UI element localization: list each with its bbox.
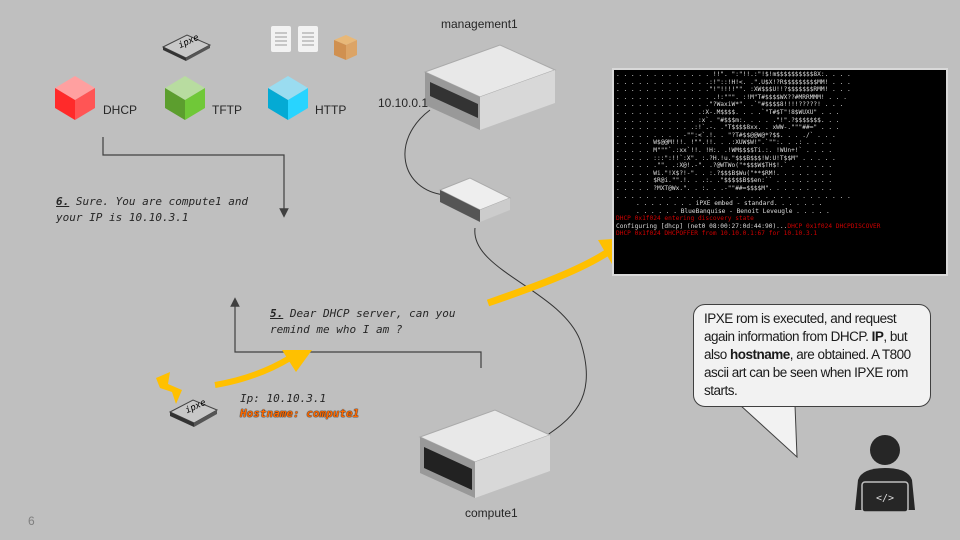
http-label: HTTP bbox=[315, 103, 347, 117]
page-number: 6 bbox=[28, 514, 35, 528]
banner-line: . . . . . . . . iPXE embed - standard. .… bbox=[636, 200, 823, 208]
ascii-art-line: . . . . . :::":!!`:X". :.?H.!u."$$$B$$$!… bbox=[616, 154, 836, 162]
lightning-icon bbox=[156, 372, 182, 404]
terminal-arrow bbox=[486, 238, 628, 307]
http-server-icon bbox=[268, 76, 308, 120]
compute-server-icon bbox=[418, 409, 552, 498]
step6-text: 6. Sure. You are compute1 and your IP is… bbox=[56, 195, 249, 224]
tftp-server-icon bbox=[165, 76, 205, 120]
package-icon bbox=[334, 35, 357, 60]
ascii-art-line: . . . . . . . . . . . :x`. "#$$$m:. . . … bbox=[616, 116, 840, 124]
ipxe-chip-icon bbox=[168, 399, 219, 427]
ascii-art-line: . . . . . . . . . . . . .:!"::!H!<. .".U… bbox=[616, 78, 851, 86]
ascii-art-line: . . . . . . . . . . . . ."!"!!!!"". :XW$… bbox=[616, 86, 851, 94]
svg-text:</>: </> bbox=[876, 493, 894, 504]
log-line: DHCP 0x1f024 entering discovery state bbox=[616, 215, 754, 223]
dhcp-response-arrow bbox=[102, 137, 289, 218]
dhcp-server-icon bbox=[55, 76, 95, 120]
boot-arrow bbox=[214, 350, 312, 388]
speech-bubble-tail bbox=[738, 404, 798, 459]
ascii-art-line: . . . . . Wi."!X$?!-". . :.?$$$B$Wu("**$… bbox=[616, 169, 833, 177]
step5-text: 5. Dear DHCP server, can you remind me w… bbox=[270, 307, 456, 336]
ascii-art-line: . . . . . $R@i."".!. . .:. ."$$$$$B$$en:… bbox=[616, 177, 833, 185]
ascii-art-line: . . . . . . . . . . . .:X-.M$$$$. . . .`… bbox=[616, 108, 840, 116]
ascii-art-line: . . . . . . . . . . .:!`.-. ."T$$$$8xx. … bbox=[616, 124, 840, 132]
result-hostname: Hostname: compute1 bbox=[240, 407, 360, 420]
ascii-art-line: . . . . . . . . . . . . . !!". ":"!!.:"!… bbox=[616, 71, 851, 78]
management-ip: 10.10.0.1 bbox=[378, 96, 429, 110]
ascii-art-line: . . . . . W$@@M!!!. !"".!!. . .:XUW$W!".… bbox=[616, 139, 833, 147]
management-label: management1 bbox=[441, 17, 518, 31]
dhcp-label: DHCP bbox=[103, 103, 138, 117]
result-ip: Ip: 10.10.3.1 bbox=[240, 392, 327, 405]
ascii-art-line: . . . . . M"""`.:xx`!!. !H:. .!WM$$$$Ti.… bbox=[616, 146, 833, 154]
cable bbox=[404, 109, 446, 196]
ascii-art: . . . . . . . . . . . . . !!". ":"!!.:"!… bbox=[616, 71, 944, 200]
ascii-art-line: . . . . . . . . . . . . . . . . . . . . … bbox=[616, 192, 851, 200]
log-line: DHCP 0x1f024 DHCPOFFER from 10.10.0.1:67… bbox=[616, 230, 818, 238]
ascii-art-line: . . . . . . . . . . . . . .!:""". :!M"T#… bbox=[616, 93, 847, 101]
developer-icon: </> bbox=[855, 435, 915, 513]
ascii-art-line: . . . . . . . . . . . . ."?WaxiW*". .`"#… bbox=[616, 101, 844, 109]
log-line: Configuring [dhcp] (net0 08:00:27:0d:44:… bbox=[616, 222, 881, 230]
ascii-art-line: . . . . . ?MXT@Wx.". . :. . .-""##=$$$$M… bbox=[616, 184, 833, 192]
speech-bubble: IPXE rom is executed, and request again … bbox=[693, 304, 931, 407]
network-switch-icon bbox=[438, 177, 512, 222]
ascii-art-line: . . . . . ."". .:X@!.-". .?@WTWo("*$$$W$… bbox=[616, 162, 833, 170]
cable bbox=[474, 227, 587, 441]
dhcp-request-arrow bbox=[230, 297, 482, 368]
compute-label: compute1 bbox=[465, 506, 518, 520]
tftp-label: TFTP bbox=[212, 103, 242, 117]
files-icon bbox=[271, 26, 318, 52]
ipxe-terminal-screenshot: . . . . . . . . . . . . . !!". ":"!!.:"!… bbox=[612, 68, 948, 276]
management-server-icon bbox=[423, 44, 557, 130]
ascii-art-line: . . . . . . . . . -"":<`.!. . "?T#$$@@W@… bbox=[616, 131, 836, 139]
banner-line: . . . . . . BlueBanquise - Benoit Leveug… bbox=[636, 207, 830, 215]
ipxe-chip-icon bbox=[161, 34, 212, 61]
